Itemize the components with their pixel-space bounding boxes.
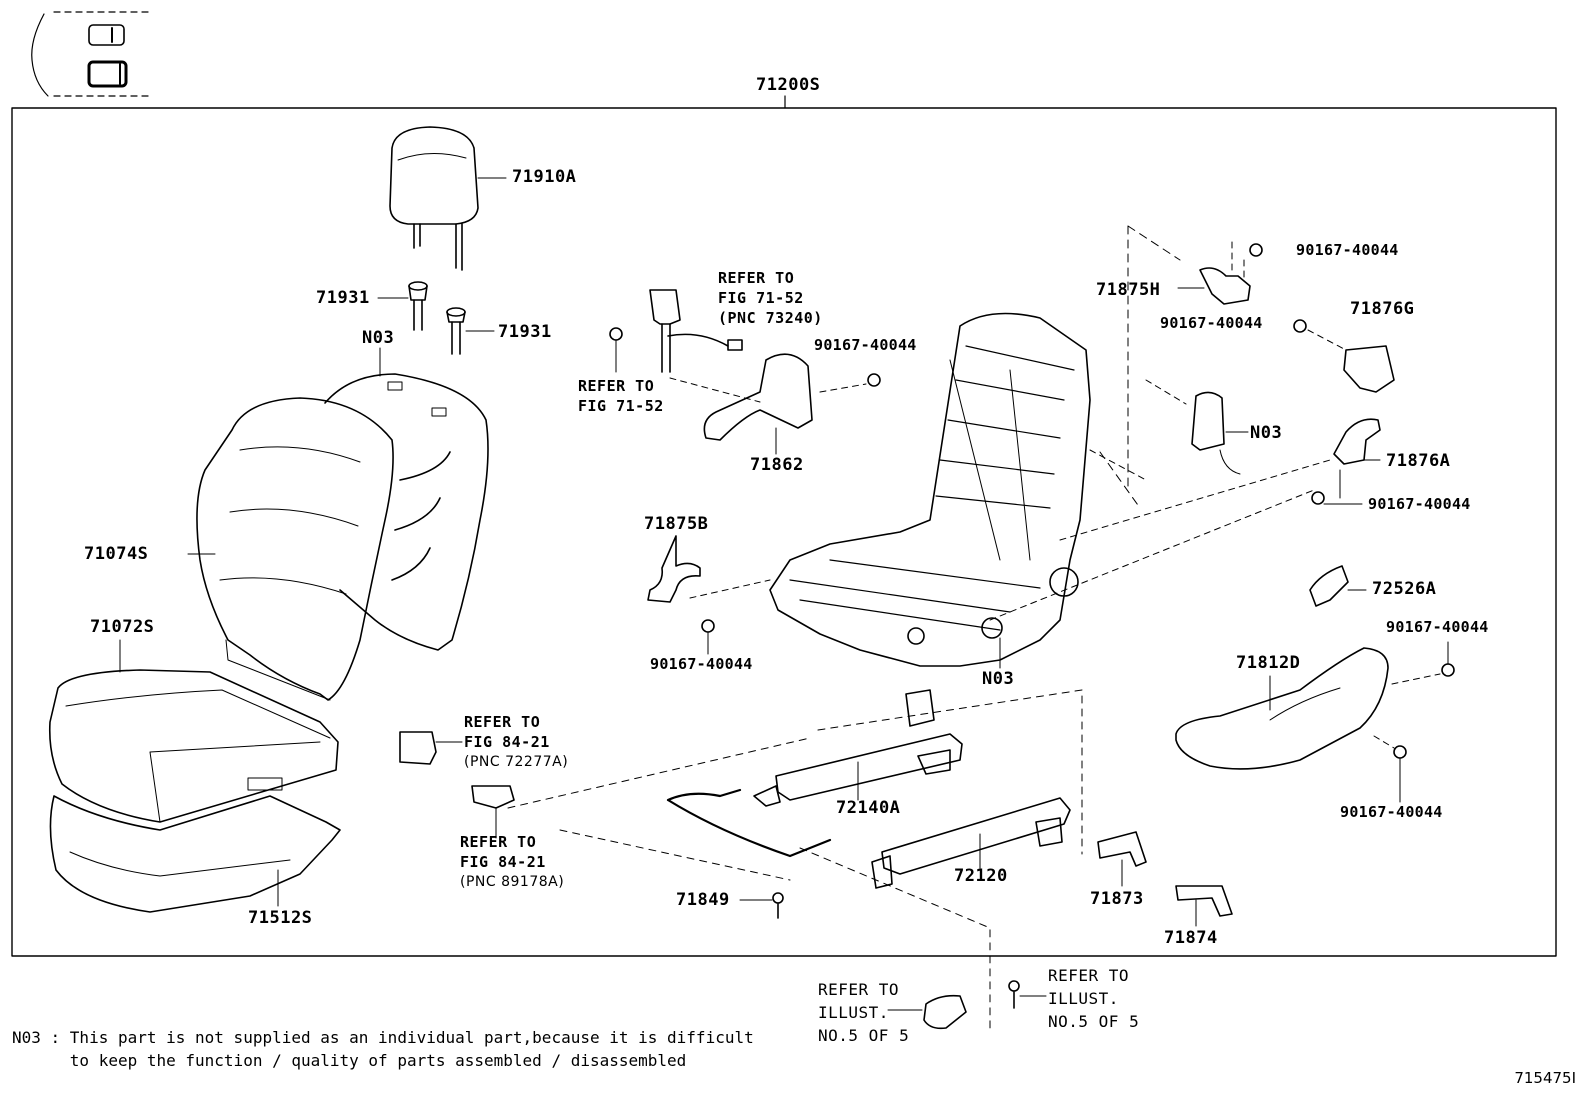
label-71931-right: 71931	[498, 322, 552, 342]
seat-cushion-cover-drawing	[48, 639, 339, 823]
label-90167-40044-shield-top: 90167-40044	[1386, 618, 1489, 636]
label-71875b: 71875B	[644, 514, 709, 534]
label-71876a: 71876A	[1386, 451, 1451, 471]
label-90167-40044-g: 90167-40044	[1160, 314, 1263, 332]
label-72140a: 72140A	[836, 798, 901, 818]
label-71074s: 71074S	[84, 544, 149, 564]
bottom-refs-drawing	[887, 980, 1047, 1030]
label-90167-40044-a: 90167-40044	[1368, 495, 1471, 513]
headrest-guides-drawing	[377, 281, 495, 377]
seat-back-drawing	[187, 373, 489, 701]
covers-drawing	[1097, 831, 1233, 927]
seat-cushion-pad-drawing	[49, 795, 341, 913]
right-brackets-drawing	[989, 225, 1395, 621]
bracket-71875b-drawing	[647, 535, 771, 655]
label-90167-40044-shield-bottom: 90167-40044	[1340, 803, 1443, 821]
label-71875h: 71875H	[1096, 280, 1161, 300]
vehicle-location-icon	[31, 11, 149, 97]
seat-frame-drawing	[769, 312, 1091, 669]
wire-drawing	[666, 788, 832, 919]
label-71072s: 71072S	[90, 617, 155, 637]
label-71876g: 71876G	[1350, 299, 1415, 319]
label-n03-back: N03	[362, 328, 395, 348]
label-71873: 71873	[1090, 889, 1144, 909]
buckle-bracket-drawing	[609, 289, 881, 455]
label-72120: 72120	[954, 866, 1008, 886]
label-n03-airbag: N03	[1250, 423, 1283, 443]
footnote: N03 : This part is not supplied as an in…	[12, 1026, 754, 1072]
seat-tracks-drawing	[507, 689, 1083, 1031]
assembly-frame-border	[11, 107, 1557, 957]
label-71862: 71862	[750, 455, 804, 475]
label-71874: 71874	[1164, 928, 1218, 948]
label-n03-frame: N03	[982, 669, 1015, 689]
footnote-line-1: N03 : This part is not supplied as an in…	[12, 1028, 754, 1047]
label-72526a: 72526A	[1372, 579, 1437, 599]
figure-id: 715475I	[1514, 1069, 1576, 1087]
label-90167-40044-belt: 90167-40044	[814, 336, 917, 354]
label-71910a: 71910A	[512, 167, 577, 187]
switch-drawing	[399, 731, 515, 839]
label-90167-40044-bracket-b: 90167-40044	[650, 655, 753, 673]
label-90167-40044-h-top: 90167-40044	[1296, 241, 1399, 259]
label-71512s: 71512S	[248, 908, 313, 928]
label-71849: 71849	[676, 890, 730, 910]
footnote-line-2: to keep the function / quality of parts …	[12, 1051, 687, 1070]
label-71931-left: 71931	[316, 288, 370, 308]
label-71200s: 71200S	[756, 75, 821, 95]
label-71812d: 71812D	[1236, 653, 1301, 673]
shield-knob-drawing	[1175, 565, 1455, 803]
headrest-drawing	[389, 126, 507, 271]
